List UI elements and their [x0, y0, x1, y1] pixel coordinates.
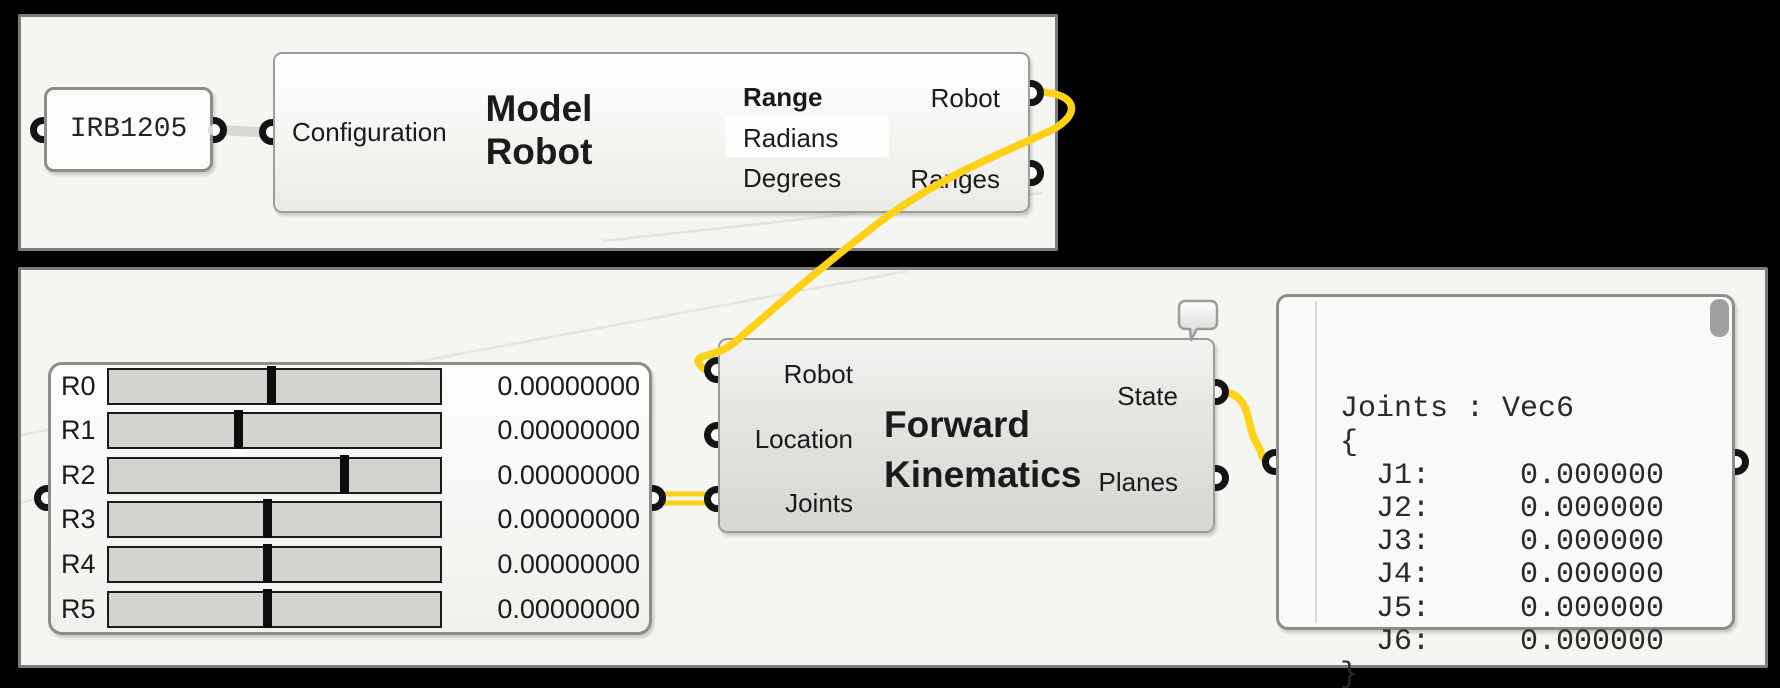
slider-label: R5: [61, 593, 96, 624]
joints-panel-line: J5: 0.000000: [1340, 591, 1665, 626]
joints-readout-panel[interactable]: Joints : Vec6{ J1: 0.000000 J2: 0.000000…: [1276, 294, 1735, 688]
slider-value: 0.00000000: [497, 459, 640, 490]
port-irb-output[interactable]: [213, 117, 227, 143]
slider-track[interactable]: [107, 588, 442, 628]
slider-label: R1: [61, 415, 96, 446]
port-fk-state-output[interactable]: [1215, 379, 1229, 405]
slider-thumb[interactable]: [263, 499, 273, 539]
slider-thumb[interactable]: [233, 410, 243, 450]
value-panel-text: IRB1205: [69, 114, 188, 145]
input-location: Location: [754, 424, 853, 454]
port-irb-input[interactable]: [30, 117, 44, 143]
port-configuration-input[interactable]: [259, 119, 273, 145]
port-fk-location-input[interactable]: [704, 422, 718, 448]
slider-label: R2: [61, 459, 96, 490]
slider-value: 0.00000000: [497, 415, 640, 446]
port-fk-planes-output[interactable]: [1215, 465, 1229, 491]
joints-panel-line: J3: 0.000000: [1340, 525, 1665, 560]
slider-label: R0: [61, 370, 96, 401]
scrollbar-thumb[interactable]: [1710, 299, 1729, 337]
component-title: Model Robot: [485, 88, 593, 172]
forward-kinematics-component[interactable]: Robot Location Joints Forward Kinematics…: [718, 338, 1215, 533]
output-planes: Planes: [1098, 467, 1179, 497]
joints-panel-line: J2: 0.000000: [1340, 492, 1665, 527]
output-ranges: Ranges: [910, 164, 1000, 194]
slider-bank[interactable]: R0 0.00000000 R1 0.00000000 R2 0.0000000…: [48, 362, 652, 635]
joints-panel-line: {: [1340, 425, 1359, 460]
slider-track[interactable]: [107, 499, 442, 539]
joints-text-block: Joints : Vec6{ J1: 0.000000 J2: 0.000000…: [1340, 327, 1664, 688]
slider-row: R5 0.00000000: [51, 588, 649, 628]
port-sliders-input[interactable]: [34, 485, 48, 511]
slider-row: R3 0.00000000: [51, 499, 649, 539]
port-joints-panel-input[interactable]: [1262, 449, 1276, 475]
slider-value: 0.00000000: [497, 548, 640, 579]
joints-panel-line: }: [1340, 658, 1359, 688]
slider-label: R3: [61, 504, 96, 535]
input-configuration: Configuration: [292, 117, 447, 147]
output-robot: Robot: [930, 83, 1000, 113]
value-panel-irb1205[interactable]: IRB1205: [44, 87, 213, 172]
slider-value: 0.00000000: [497, 370, 640, 401]
slider-track[interactable]: [107, 454, 442, 494]
joints-panel-line: J1: 0.000000: [1340, 458, 1665, 493]
port-ranges-output[interactable]: [1030, 160, 1044, 186]
component-title: Forward Kinematics: [884, 404, 1082, 495]
joints-panel-line: J6: 0.000000: [1340, 624, 1665, 659]
option-radians[interactable]: Radians: [743, 123, 839, 153]
joints-panel-line: Joints : Vec6: [1340, 392, 1575, 427]
slider-thumb[interactable]: [339, 454, 349, 494]
port-joints-panel-output[interactable]: [1735, 449, 1749, 475]
port-robot-output[interactable]: [1030, 80, 1044, 106]
slider-track[interactable]: [107, 543, 442, 583]
slider-track[interactable]: [107, 365, 442, 405]
port-fk-joints-input[interactable]: [704, 486, 718, 512]
slider-row: R2 0.00000000: [51, 454, 649, 494]
slider-row: R4 0.00000000: [51, 543, 649, 583]
output-state: State: [1117, 381, 1178, 411]
slider-value: 0.00000000: [497, 593, 640, 624]
model-robot-component[interactable]: Configuration Model Robot Range Radians …: [273, 52, 1030, 213]
port-sliders-output[interactable]: [652, 485, 666, 511]
input-robot: Robot: [783, 359, 853, 389]
panel-margin-line: [1315, 301, 1317, 623]
option-degrees[interactable]: Degrees: [743, 163, 842, 193]
input-joints: Joints: [785, 488, 853, 518]
slider-thumb[interactable]: [266, 365, 276, 405]
comment-balloon-icon[interactable]: [1172, 297, 1224, 345]
slider-track[interactable]: [107, 410, 442, 450]
slider-row: R0 0.00000000: [51, 365, 649, 405]
slider-thumb[interactable]: [263, 543, 273, 583]
joints-panel-line: J4: 0.000000: [1340, 558, 1665, 593]
slider-label: R4: [61, 548, 96, 579]
option-header-range: Range: [743, 82, 823, 112]
slider-value: 0.00000000: [497, 504, 640, 535]
slider-row: R1 0.00000000: [51, 410, 649, 450]
slider-thumb[interactable]: [263, 588, 273, 628]
port-fk-robot-input[interactable]: [704, 357, 718, 383]
